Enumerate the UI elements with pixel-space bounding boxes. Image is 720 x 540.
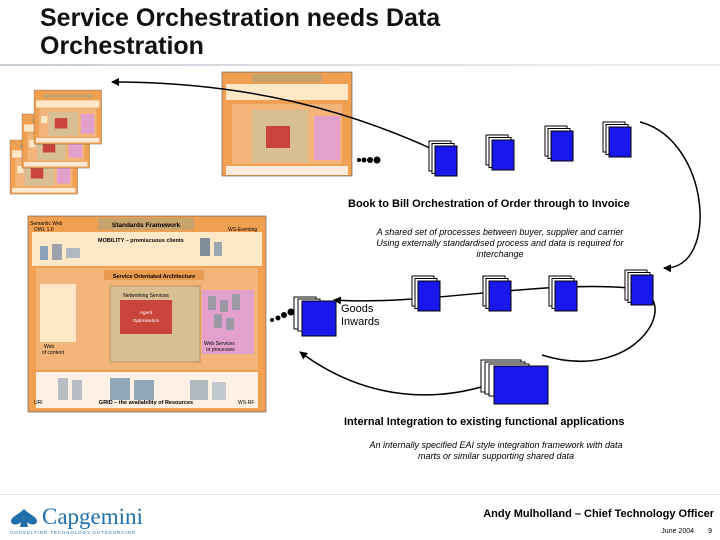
book-to-bill-heading: Book to Bill Orchestration of Order thro… (348, 198, 630, 210)
process-doc-2 (485, 134, 515, 171)
presentation-date: June 2004 (661, 528, 694, 535)
process-doc-6 (482, 275, 512, 312)
process-doc-5 (411, 275, 441, 312)
process-doc-8 (624, 269, 654, 306)
process-doc-4 (602, 121, 632, 158)
page-number: 9 (708, 528, 712, 535)
footer-divider (0, 494, 720, 495)
stacked-framework-thumbnails (9, 71, 353, 195)
process-doc-3 (544, 125, 574, 162)
book-to-bill-description: A shared set of processes between buyer,… (330, 227, 670, 260)
goods-inwards-line-1: Goods (341, 303, 374, 315)
label-of-content: of content (42, 350, 65, 356)
book-to-bill-line-2: Using externally standardised process an… (376, 238, 624, 248)
internal-line-2: marts or similar supporting shared data (417, 451, 575, 461)
label-web-services: Web Services (204, 341, 235, 347)
label-uri: URI (34, 400, 43, 406)
internal-integration-heading: Internal Integration to existing functio… (344, 416, 625, 428)
label-semantic-web: Semantic Web (30, 221, 63, 227)
label-soa: Service Orientated Architecture (113, 274, 195, 280)
label-standards-framework: Standards Framework (112, 222, 181, 229)
internal-app-doc (480, 359, 549, 405)
page-title: Service Orchestration needs Data Orchest… (40, 4, 440, 60)
spade-logo-icon (11, 509, 37, 527)
label-grid: GRID – the availability of Resources (99, 400, 193, 406)
connector-top-left (111, 78, 431, 149)
label-agent: Agent (140, 310, 153, 316)
goods-inwards-line-2: Inwards (341, 316, 380, 328)
logo-wordmark: Capgemini (42, 504, 143, 529)
book-to-bill-line-3: interchange (476, 249, 524, 259)
title-divider (0, 64, 720, 66)
label-web: Web (44, 344, 54, 350)
label-or-processes: or processes (206, 347, 235, 353)
label-owl: OWL 1.0 (34, 227, 54, 233)
connector-internal (299, 351, 489, 396)
internal-integration-description: An internally specified EAI style integr… (326, 440, 666, 462)
logo-tagline: CONSULTING.TECHNOLOGY.OUTSOURCING (10, 530, 137, 535)
label-networking-services: Networking Services (123, 293, 169, 299)
process-doc-7 (548, 275, 578, 312)
label-mobility: MOBILITY – promiscuous clients (98, 238, 184, 244)
capgemini-logo: Capgemini CONSULTING.TECHNOLOGY.OUTSOURC… (8, 504, 178, 536)
page-title-line-2: Orchestration (40, 32, 204, 60)
goods-inwards-box (293, 296, 337, 337)
label-ws-rf: WS-RF (238, 400, 254, 406)
framework-thumbnail-front (221, 71, 353, 177)
label-optimisation: Optimisation (133, 318, 160, 324)
standards-framework-diagram (27, 215, 267, 413)
internal-line-1: An internally specified EAI style integr… (369, 440, 623, 450)
page-title-line-1: Service Orchestration needs Data (40, 4, 441, 32)
process-doc-1 (428, 140, 458, 177)
connector-top-loop (639, 121, 701, 273)
bead-connector-top (357, 156, 381, 164)
label-ws-eventing: WS-Eventing (228, 227, 257, 233)
goods-inwards-label: Goods Inwards (341, 303, 380, 329)
book-to-bill-line-1: A shared set of processes between buyer,… (376, 227, 624, 237)
presenter-name: Andy Mulholland – Chief Technology Offic… (483, 508, 714, 520)
bead-connector-goods (270, 308, 295, 322)
